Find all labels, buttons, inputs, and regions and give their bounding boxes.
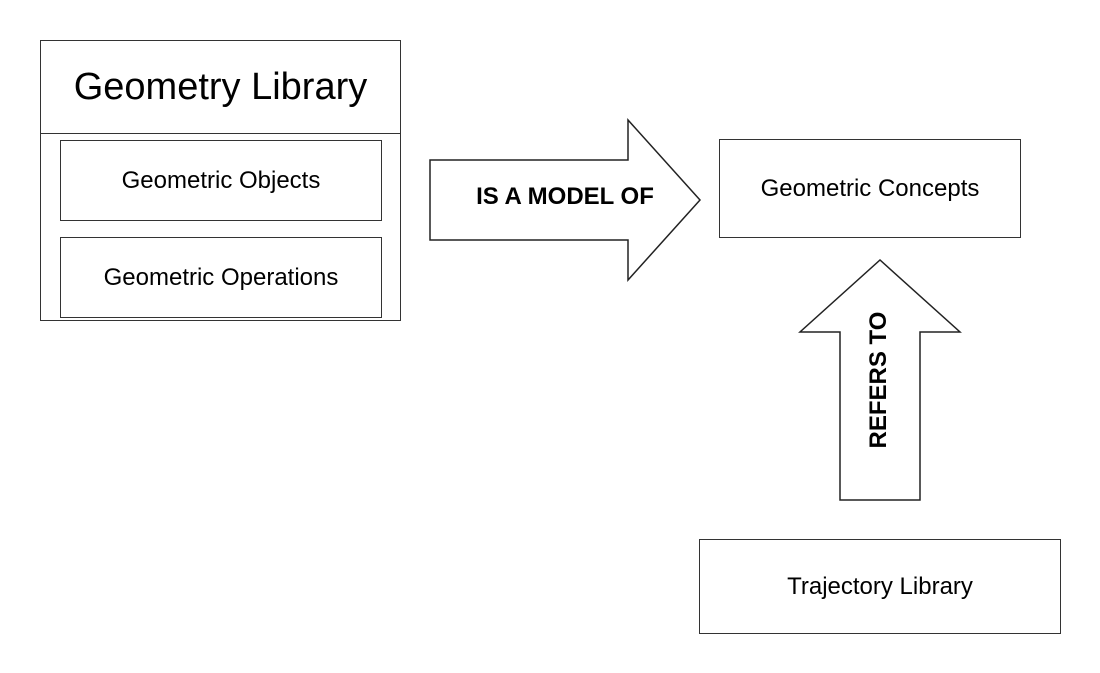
geometry-library-box: Geometry Library Geometric Objects Geome… <box>40 40 401 321</box>
up-arrow-icon <box>798 258 962 501</box>
geometric-objects-box: Geometric Objects <box>60 140 382 221</box>
right-arrow-icon <box>429 118 702 282</box>
refers-to-label: REFERS TO <box>865 312 892 449</box>
is-a-model-of-arrow: IS A MODEL OF <box>429 118 702 282</box>
geometry-library-title: Geometry Library <box>41 41 400 134</box>
is-a-model-of-label: IS A MODEL OF <box>476 183 654 210</box>
geometric-concepts-box: Geometric Concepts <box>719 139 1021 238</box>
geometric-operations-box: Geometric Operations <box>60 237 382 318</box>
trajectory-library-box: Trajectory Library <box>699 539 1061 634</box>
refers-to-arrow: REFERS TO <box>798 258 962 501</box>
